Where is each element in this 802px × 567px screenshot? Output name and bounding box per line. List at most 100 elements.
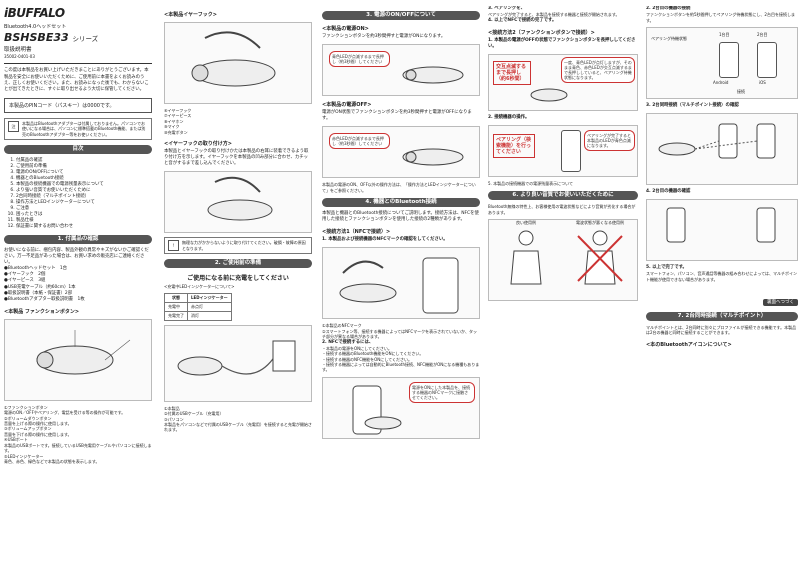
two-device-text: ファンクションボタンを約5秒間押してペアリング待機状態にし、2台目を接続します。 (646, 12, 795, 23)
table-cell: 消灯 (187, 310, 232, 321)
series-label: シリーズ (72, 35, 99, 43)
earhook-label-5: ⑩充電ボタン (164, 129, 188, 135)
pin-box: 本製品のPINコード（パスキー）は0000です。 (4, 97, 152, 113)
section-6-heading: 6. より良い音質でお使いいただくために (488, 191, 638, 201)
second-device-check-heading: 4. 2台目の機器の確認 (646, 189, 691, 194)
earhook-heading: <本製品イヤーフック> (164, 12, 217, 18)
power-off-illustration: 赤色LEDが点滅するまで長押し（約3秒間）してください (322, 126, 480, 179)
phone-touch-icon (352, 385, 402, 435)
person-cross-icon (577, 230, 623, 284)
multipoint-text: マルチポイントとは、2台同時に別々にプロファイルが接続できる機能です。本製品は2… (646, 325, 797, 336)
pair-step-4: 4. 以上でNFCで接続の完了です。 (488, 17, 557, 23)
toc-item: 製品仕様 (16, 218, 152, 224)
power-on-illustration: 青色LEDが点滅するまで長押し（約3秒間）してください (322, 44, 480, 97)
nfc-step-1: 1. 本製品および接続機器のNFCマークの確認をしてください。 (322, 237, 448, 243)
next-page-row: 裏面へつづく (646, 288, 798, 307)
earhook-attach-heading: <イヤーフックの取り付け方> (164, 141, 232, 148)
nfc-step-2-item: ・本製品の電源をONにしてください。 (322, 345, 392, 351)
nfc-step-2-item: ・接続する機器のBluetooth機能をONにしてください。 (322, 351, 424, 357)
section-7-heading: 7. 2台同時接続（マルチポイント） (646, 312, 798, 321)
function-button-heading: <本製品 ファンクションボタン> (4, 308, 80, 315)
earhook-label-4: ⑨マイク (164, 124, 180, 130)
good-example: 良い使用例 (489, 220, 563, 300)
func-desc-2: 音量を上げる際の操作に使用します。 (4, 421, 72, 427)
item-1: ●Bluetoothヘッドセット 1台 (4, 266, 68, 272)
android-phone-icon (719, 41, 739, 78)
item-5: ●取扱説明書（本紙・保証書）2部 (4, 290, 73, 296)
first-device-label: 1台目 (719, 31, 730, 37)
phone-icon (561, 129, 581, 172)
toc-item: 保証書に関するお問い合わせ (16, 224, 152, 230)
table-header: LEDインジケーター (187, 292, 232, 303)
headset-illustration (4, 318, 152, 401)
table-cell: 充電中 (164, 301, 188, 312)
column-5: 2. 2台目の機器の接続 ファンクションボタンを約5秒間押してペアリング待機状態… (646, 6, 798, 562)
func-label-5: ⑤LEDインジケーター (4, 453, 44, 459)
column-2: <本製品イヤーフック> ⑥イヤーフック ⑦イヤーピース ⑧イヤホン ⑨マイク ⑩… (164, 6, 312, 562)
charge-step-4: 本製品をパソコンなどで付属のUSBケーブル（充電用）を接続すると充電が開始されま… (164, 421, 312, 433)
nfc-step-2: 2. NFCで接続するには、 (322, 339, 374, 345)
toc-item: 困ったときは (16, 212, 152, 218)
multipoint-check-heading: 3. 2台同時接続（マルチポイント接続）の確認 (646, 102, 739, 108)
item-4: ●USB充電ケーブル（約60cm）1本 (4, 284, 76, 290)
func-pair-step-2: 2. 接続機器の操作。 (488, 114, 530, 120)
earhook-attach-text: 本製品とイヤーフックの取り付けかたは本製品の右耳に装着できるよう取り付け方を示し… (164, 149, 309, 167)
pair-text: ペアリングが完了すると、本製品を接続する機器と接続が開始されます。 (488, 12, 620, 18)
section-4-heading: 4. 機器とのBluetooth接続 (322, 198, 480, 208)
bt-icon-heading: <本のBluetoothアイコンについて> (646, 341, 732, 348)
phone-check-icon (666, 207, 776, 243)
two-device-illustration: ペアリング待機状態 1台目 2台目 Android iOS 接続 (646, 26, 798, 99)
caution-text: 無理な力がかからないように取り付けてください。破損・故障の原因となります。 (182, 240, 306, 251)
power-off-heading: <本製品の電源OFF> (322, 102, 372, 109)
func-desc-1: 電源のON／OFFやペアリング、電話を受ける等の操作が可能です。 (4, 410, 126, 416)
toc-item: 電源のON/OFFについて (16, 170, 152, 176)
multipoint-illustration (646, 113, 798, 185)
finger-press-icon (402, 148, 464, 166)
headset-icon (530, 88, 568, 102)
long-press-tag: 交互点滅するまで長押し（約6秒間） (493, 60, 531, 85)
nfc-touch-bubble: 電源をONにした本製品を、接続する機器のNFCマークに接触させてください。 (409, 381, 475, 403)
func-pair-step-1: 1. 本製品の電源がOFFの状態でファンクションボタンを長押ししてください。 (488, 37, 636, 49)
column-3: 3. 電源のON/OFFについて <本製品の電源ON> ファンクションボタンを約… (322, 6, 480, 562)
charge-step-3: ③パソコン (164, 416, 184, 422)
earhook-label-3: ⑧イヤホン (164, 118, 184, 124)
func-label-2: ②ボリュームダウンボタン (4, 415, 52, 421)
headset-with-hook-icon (207, 177, 273, 221)
toc-item: 機器とのBluetooth接続 (16, 176, 152, 182)
charge-sub-heading: <充電中LEDインジケーターについて> (164, 284, 235, 290)
nfc-label-1: ①本製品のNFCマーク (322, 323, 362, 329)
func-label-3: ③ボリュームアップボタン (4, 426, 52, 432)
pairing-tag: ペアリング（検索機能）を行ってください (493, 133, 535, 158)
caution-icon: ! (168, 240, 179, 252)
two-device-heading: 2. 2台目の機器の接続 (646, 6, 691, 11)
ios-label: iOS (759, 79, 766, 85)
charge-heading: ご使用になる前に充電をしてください (187, 275, 289, 283)
person-icon (510, 230, 542, 284)
bluetooth-text: 本製品と機器とのBluetooth接続についてご説明します。接続方法は、NFCを… (322, 211, 479, 223)
earhook-label-2: ⑦イヤーピース (164, 113, 192, 119)
section-5-heading-text: 5. 本製品の接続機器での電源残量表示について (488, 180, 573, 186)
toc-item: 本製品の接続機器での電源残量表示について (16, 182, 152, 188)
nfc-label-2: ②スマートフォン等、接続する機器によってはNFCマークを表示されていないか、タッ… (322, 328, 477, 340)
usage-example-illustration: 良い使用例 電波状態が悪くなる使用例 (488, 219, 638, 302)
brand-logo: iBUFFALO (4, 6, 65, 20)
toc-list: 付属品の確認 ご使用前の準備 電源のON/OFFについて 機器とのBluetoo… (4, 158, 152, 230)
section-3-heading: 3. 電源のON/OFFについて (322, 11, 480, 20)
toc-heading: 目次 (4, 145, 152, 154)
power-off-bubble: 赤色LEDが点滅するまで長押し（約3秒間）してください (329, 133, 390, 150)
section-6-text: Bluetooth無線の特性上、お客様使用の電波状態などにより音質が劣化する場合… (488, 204, 636, 215)
nfc-heading: <接続方法1（NFCで接続）> (322, 229, 391, 236)
second-device-check-illustration (646, 199, 798, 262)
complete-text: スマートフォン、パソコン、音声通話等機器の組み合わせによっては、マルチポイント機… (646, 271, 797, 282)
column-1: iBUFFALO Bluetooth4.0ヘッドセット BSHSBE33 シリー… (4, 6, 152, 562)
headset-icon (36, 329, 131, 375)
func-pair-heading: <接続方法2（ファンクションボタンで接続）> (488, 29, 595, 36)
func-label-4: ④USBポート (4, 437, 28, 443)
toc-item: ご使用前の準備 (16, 164, 152, 170)
note-icon: 注 (8, 120, 19, 132)
finger-press-icon (402, 66, 464, 84)
earhook-attach-illustration (164, 171, 312, 234)
section-2-heading: 2. ご使用前の準備 (164, 259, 312, 269)
toc-item: 付属品の確認 (16, 158, 152, 164)
